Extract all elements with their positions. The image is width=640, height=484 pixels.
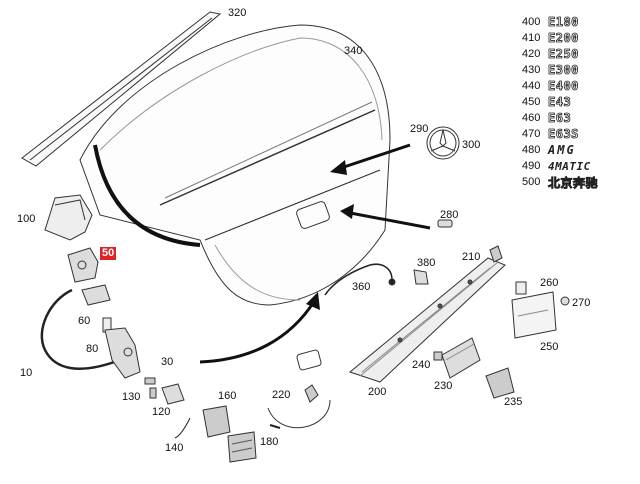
- badge-row: 500 北京奔驰: [522, 174, 632, 190]
- release-cable: [40, 288, 121, 370]
- callout-300: 300: [462, 139, 481, 151]
- badge-number: 460: [522, 112, 541, 124]
- badge-number: 470: [522, 128, 541, 140]
- badge-label: E43: [548, 95, 572, 110]
- badge-number: 410: [522, 32, 541, 44]
- callout-320: 320: [228, 7, 247, 19]
- latch-parts: [102, 317, 157, 399]
- wire-harness: [324, 263, 393, 296]
- callout-100: 100: [17, 213, 36, 225]
- star-emblem-part: [426, 126, 460, 160]
- badge-label: 4MATIC: [548, 159, 591, 173]
- clip-group-220: [267, 349, 331, 429]
- badge-number: 490: [522, 160, 541, 172]
- badge-number: 400: [522, 16, 541, 28]
- trim-strip-part: [348, 257, 506, 383]
- callout-290: 290: [410, 123, 429, 135]
- badge-label: E250: [548, 47, 579, 62]
- badge-row: 430 E300: [522, 62, 632, 78]
- badge-number: 450: [522, 96, 541, 108]
- callout-200: 200: [368, 386, 387, 398]
- badge-number: 430: [522, 64, 541, 76]
- badge-row: 410 E200: [522, 30, 632, 46]
- callout-120: 120: [152, 406, 171, 418]
- badge-row: 400 E180: [522, 14, 632, 30]
- callout-250: 250: [540, 341, 559, 353]
- callout-160: 160: [218, 390, 237, 402]
- callout-380: 380: [417, 257, 436, 269]
- callout-30: 30: [161, 356, 174, 368]
- trunk-lid-part: [79, 24, 391, 306]
- callout-50-highlighted: 50: [100, 247, 117, 260]
- badge-number: 480: [522, 144, 541, 156]
- callout-140: 140: [165, 442, 184, 454]
- callout-280: 280: [440, 209, 459, 221]
- license-plate-part: [511, 291, 557, 339]
- callout-130: 130: [122, 391, 141, 403]
- badge-number: 440: [522, 80, 541, 92]
- badge-row: 470 E63S: [522, 126, 632, 142]
- callout-10: 10: [20, 367, 33, 379]
- badge-label: AMG: [548, 143, 576, 157]
- callout-235: 235: [504, 396, 523, 408]
- badge-row: 420 E250: [522, 46, 632, 62]
- callout-240: 240: [412, 359, 431, 371]
- callout-340: 340: [344, 45, 363, 57]
- badge-label: E180: [548, 15, 579, 30]
- badge-row: 450 E43: [522, 94, 632, 110]
- callout-60: 60: [78, 315, 91, 327]
- callout-80: 80: [86, 343, 99, 355]
- weatherstrip-line: [93, 144, 201, 247]
- badge-label: E200: [548, 31, 579, 46]
- badge-row: 480 AMG: [522, 142, 632, 158]
- badge-number: 420: [522, 48, 541, 60]
- badge-label: E400: [548, 79, 579, 94]
- badge-label: E300: [548, 63, 579, 78]
- callout-230: 230: [434, 380, 453, 392]
- callout-220: 220: [272, 389, 291, 401]
- callout-360: 360: [352, 281, 371, 293]
- callout-270: 270: [572, 297, 591, 309]
- handle-part: [441, 337, 481, 379]
- lock-part: [67, 247, 111, 306]
- badge-row: 490 4MATIC: [522, 158, 632, 174]
- spoiler-part: [21, 11, 222, 167]
- badge-label: 北京奔驰: [548, 175, 599, 190]
- callout-210: 210: [462, 251, 481, 263]
- small-parts: [161, 383, 257, 463]
- badge-label: E63S: [548, 127, 579, 142]
- callout-180: 180: [260, 436, 279, 448]
- badge-row: 440 E400: [522, 78, 632, 94]
- badge-row: 460 E63: [522, 110, 632, 126]
- assembly-arrows: [199, 143, 431, 364]
- callout-260: 260: [540, 277, 559, 289]
- badge-number: 500: [522, 176, 541, 188]
- bracket-part: [44, 194, 93, 241]
- badge-label: E63: [548, 111, 572, 126]
